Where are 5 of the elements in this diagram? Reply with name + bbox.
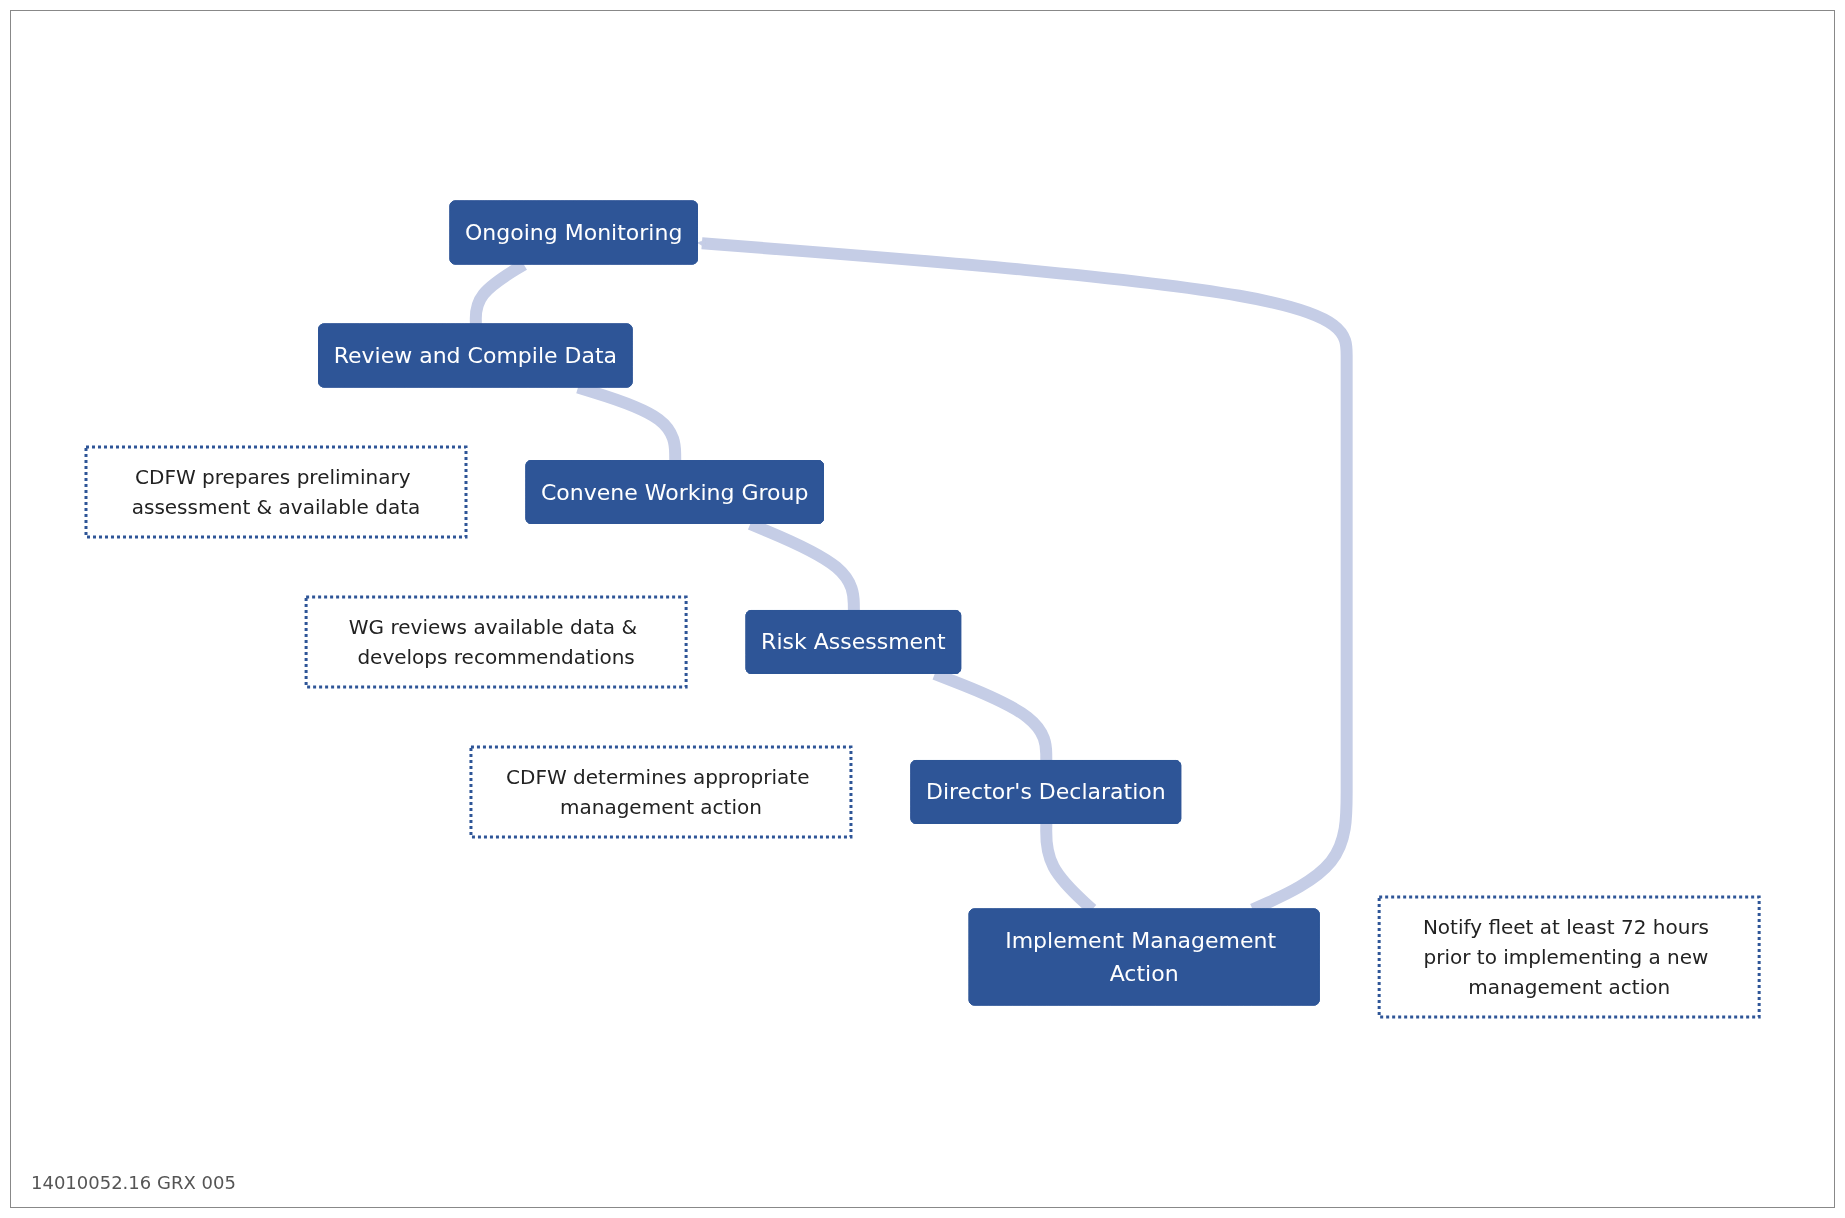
node-box: CDFW prepares preliminary assessment & available data [84, 445, 468, 539]
node-box: Notify fleet at least 72 hours prior to implementing a new management action [1377, 895, 1761, 1019]
figure-code: 14010052.16 GRX 005 [31, 1172, 236, 1193]
node-box: WG reviews available data & develops recommendations [304, 595, 688, 689]
node-box: CDFW determines appropriate management action [469, 745, 853, 839]
